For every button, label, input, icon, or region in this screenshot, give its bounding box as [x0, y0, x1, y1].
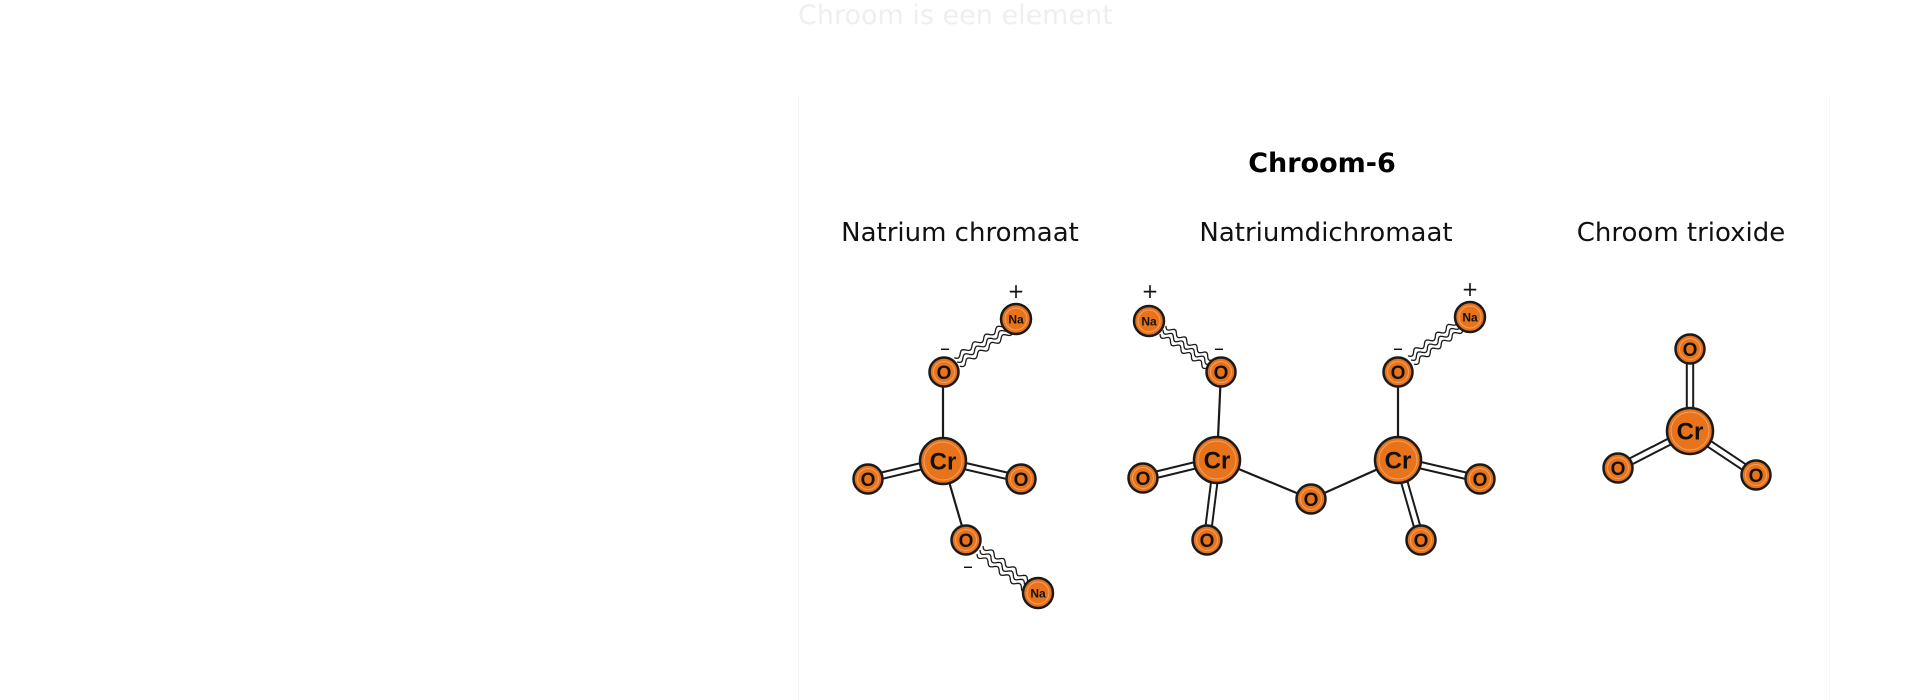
sodium-atom: Na	[1021, 576, 1055, 610]
oxygen-atom-symbol: O	[1414, 531, 1429, 552]
positive-charge: +	[1462, 277, 1479, 301]
chromium-atom-circle	[1192, 435, 1242, 485]
sodium-atom-symbol: Na	[1141, 314, 1157, 328]
diagram-title: Chroom-6	[1248, 148, 1396, 179]
chromium-atom-circle	[918, 436, 968, 486]
oxygen-atom-symbol: O	[1200, 531, 1215, 552]
sodium-atom: Na	[999, 302, 1033, 336]
oxygen-atom-circle	[950, 524, 982, 556]
chromium-atom: Cr	[1192, 435, 1242, 485]
oxygen-atom: O	[928, 356, 960, 388]
sodium-atom-symbol: Na	[1030, 586, 1046, 600]
oxygen-atom: O	[1674, 333, 1706, 365]
sodium-atom-circle	[1021, 576, 1055, 610]
oxygen-atom: O	[1740, 459, 1772, 491]
chromium-atom-symbol: Cr	[930, 449, 957, 476]
chromium-atom: Cr	[918, 436, 968, 486]
oxygen-atom-symbol: O	[1304, 490, 1319, 511]
oxygen-atom: O	[950, 524, 982, 556]
sodium-atom-circle	[1132, 304, 1166, 338]
positive-charge: +	[1008, 279, 1025, 303]
chromium-6-figure-panel	[798, 95, 1830, 700]
oxygen-atom: O	[1464, 463, 1496, 495]
oxygen-atom-circle	[1005, 463, 1037, 495]
oxygen-atom-symbol: O	[1611, 459, 1626, 480]
oxygen-atom: O	[1127, 462, 1159, 494]
chromium-atom-symbol: Cr	[1385, 448, 1412, 475]
positive-charge: +	[1142, 279, 1159, 303]
oxygen-atom-symbol: O	[1014, 470, 1029, 491]
label-sodium-dichromate: Natriumdichromaat	[1199, 218, 1452, 248]
chromium-atom: Cr	[1665, 406, 1715, 456]
oxygen-atom: O	[1295, 483, 1327, 515]
oxygen-atom-symbol: O	[1214, 363, 1229, 384]
na-o-ionic-interaction	[954, 322, 1014, 368]
na-o-ionic-interaction	[1407, 320, 1464, 366]
oxygen-atom-circle	[1674, 333, 1706, 365]
oxygen-atom-symbol: O	[861, 470, 876, 491]
label-chromium-trioxide: Chroom trioxide	[1577, 218, 1785, 248]
oxygen-atom-symbol: O	[1391, 363, 1406, 384]
oxygen-atom-circle	[1464, 463, 1496, 495]
oxygen-atom-symbol: O	[1136, 469, 1151, 490]
chromium-atom-symbol: Cr	[1677, 419, 1704, 446]
oxygen-atom: O	[852, 463, 884, 495]
chromium-atom: Cr	[1373, 435, 1423, 485]
oxygen-atom-circle	[1295, 483, 1327, 515]
negative-charge: –	[1214, 336, 1224, 360]
oxygen-atom-circle	[1405, 524, 1437, 556]
oxygen-atom-circle	[1205, 356, 1237, 388]
chromium-atom-symbol: Cr	[1204, 448, 1231, 475]
oxygen-atom-circle	[1740, 459, 1772, 491]
faded-page-heading: Chroom is een element	[798, 0, 1113, 31]
na-o-ionic-interaction	[1159, 325, 1214, 370]
negative-charge: –	[1393, 336, 1403, 360]
oxygen-atom: O	[1005, 463, 1037, 495]
oxygen-atom-symbol: O	[937, 363, 952, 384]
oxygen-atom-symbol: O	[959, 531, 974, 552]
na-o-ionic-interaction	[976, 545, 1034, 593]
charges-layer: + – – + + – –	[940, 277, 1478, 578]
sodium-atom: Na	[1453, 300, 1487, 334]
oxygen-atom: O	[1405, 524, 1437, 556]
oxygen-atom: O	[1205, 356, 1237, 388]
oxygen-atom: O	[1602, 452, 1634, 484]
oxygen-atom: O	[1382, 356, 1414, 388]
sodium-atom: Na	[1132, 304, 1166, 338]
sodium-atom-symbol: Na	[1462, 310, 1478, 324]
sodium-atom-circle	[999, 302, 1033, 336]
label-sodium-chromate: Natrium chromaat	[841, 218, 1079, 248]
negative-charge: –	[963, 554, 973, 578]
sodium-atom-circle	[1453, 300, 1487, 334]
oxygen-atom-symbol: O	[1683, 340, 1698, 361]
oxygen-atom-circle	[1602, 452, 1634, 484]
negative-charge: –	[940, 336, 950, 360]
sodium-atom-symbol: Na	[1008, 312, 1024, 326]
chromium-atom-circle	[1373, 435, 1423, 485]
oxygen-atom-symbol: O	[1473, 470, 1488, 491]
oxygen-atom-circle	[1191, 524, 1223, 556]
chromium-atom-circle	[1665, 406, 1715, 456]
oxygen-atom-circle	[1382, 356, 1414, 388]
oxygen-atom-circle	[928, 356, 960, 388]
oxygen-atom: O	[1191, 524, 1223, 556]
oxygen-atom-circle	[852, 463, 884, 495]
oxygen-atom-symbol: O	[1749, 466, 1764, 487]
oxygen-atom-circle	[1127, 462, 1159, 494]
